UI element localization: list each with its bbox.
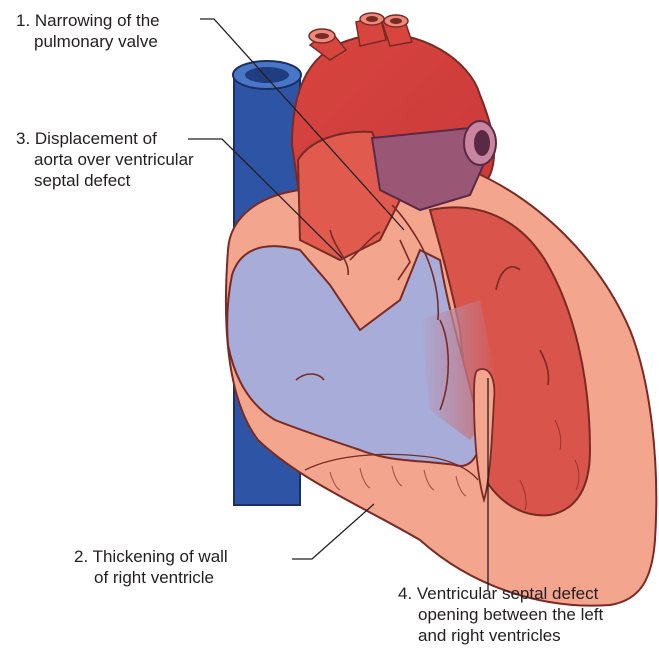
label-ventricular-septal-defect: 4. Ventricular septal defect opening bet… [398,583,603,646]
label-line: 1. Narrowing of the [16,10,160,31]
label-line: and right ventricles [398,625,603,646]
leader-line-2 [292,504,374,559]
label-line: pulmonary valve [16,31,160,52]
label-line: septal defect [16,170,194,191]
label-line: 4. Ventricular septal defect [398,583,603,604]
label-line: of right ventricle [74,567,228,588]
label-line: 3. Displacement of [16,128,194,149]
label-aorta-displacement: 3. Displacement of aorta over ventricula… [16,128,194,191]
label-line: aorta over ventricular [16,149,194,170]
label-pulmonary-valve-narrowing: 1. Narrowing of the pulmonary valve [16,10,160,52]
label-right-ventricle-thickening: 2. Thickening of wall of right ventricle [74,546,228,588]
label-line: opening between the left [398,604,603,625]
label-line: 2. Thickening of wall [74,546,228,567]
